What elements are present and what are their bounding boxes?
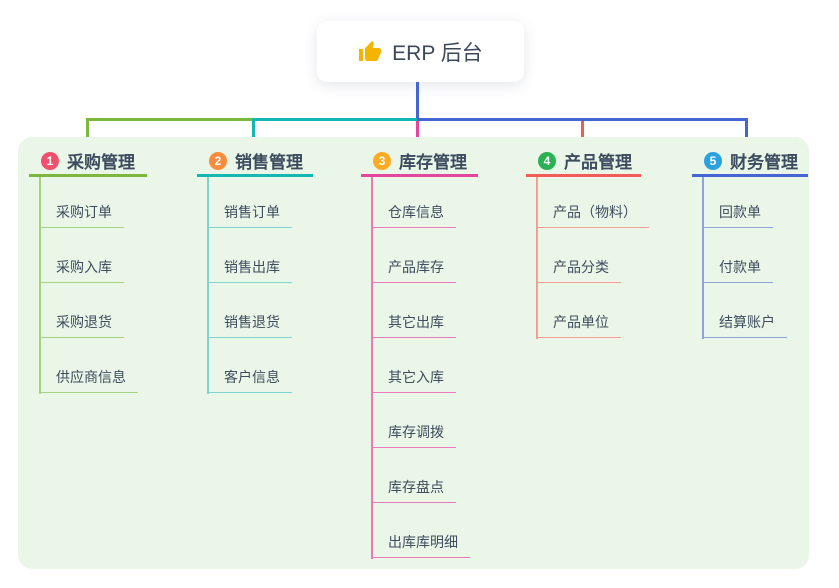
node-product-unit[interactable]: 产品单位 [536,312,621,338]
connector-drop-branch2 [252,118,255,147]
node-settlement-account[interactable]: 结算账户 [702,312,787,338]
branch-title: 销售管理 [235,153,303,172]
branch-title: 库存管理 [399,153,467,172]
node-other-inbound[interactable]: 其它入库 [371,367,456,393]
branch-inventory: 3 库存管理 仓库信息 产品库存 其它出库 其它入库 库存调拨 库存盘点 出库库… [361,147,478,559]
node-other-outbound[interactable]: 其它出库 [371,312,456,338]
root-node-title: ERP 后台 [392,41,483,65]
branch-number-badge: 5 [704,151,722,170]
node-receipt-bill[interactable]: 回款单 [702,202,773,228]
branch-title: 采购管理 [67,153,135,172]
branch-finance: 5 财务管理 回款单 付款单 结算账户 [692,147,808,339]
branch-spine [371,177,373,559]
branch-inventory-header[interactable]: 3 库存管理 [361,147,478,177]
node-purchase-return[interactable]: 采购退货 [39,312,124,338]
node-stock-transfer[interactable]: 库存调拨 [371,422,456,448]
branch-spine [39,177,41,394]
branch-number-badge: 1 [41,151,59,170]
branch-product-header[interactable]: 4 产品管理 [526,147,641,177]
connector-rail-branch1 [86,118,255,121]
node-stock-taking[interactable]: 库存盘点 [371,477,456,503]
connector-rail-branch2 [252,118,419,121]
branch-purchase-header[interactable]: 1 采购管理 [29,147,147,177]
thumbs-up-icon [359,40,382,61]
branch-finance-header[interactable]: 5 财务管理 [692,147,808,177]
node-warehouse-info[interactable]: 仓库信息 [371,202,456,228]
node-outbound-detail[interactable]: 出库库明细 [371,532,470,558]
node-sales-return[interactable]: 销售退货 [207,312,292,338]
branch-purchase: 1 采购管理 采购订单 采购入库 采购退货 供应商信息 [29,147,147,394]
node-customer-info[interactable]: 客户信息 [207,367,292,393]
node-supplier-info[interactable]: 供应商信息 [39,367,138,393]
connector-drop-branch4 [581,121,584,147]
node-product-material[interactable]: 产品（物料） [536,202,649,228]
branch-sales: 2 销售管理 销售订单 销售出库 销售退货 客户信息 [197,147,313,394]
node-sales-outbound[interactable]: 销售出库 [207,257,292,283]
connector-drop-branch1 [86,118,89,147]
node-sales-order[interactable]: 销售订单 [207,202,292,228]
node-purchase-inbound[interactable]: 采购入库 [39,257,124,283]
branch-title: 产品管理 [564,153,632,172]
branch-spine [207,177,209,394]
branch-title: 财务管理 [730,153,798,172]
branch-number-badge: 3 [373,151,391,170]
connector-drop-branch5 [745,121,748,147]
branch-product: 4 产品管理 产品（物料） 产品分类 产品单位 [526,147,649,339]
branch-number-badge: 2 [209,151,227,170]
branch-sales-header[interactable]: 2 销售管理 [197,147,313,177]
connector-rail-branch5 [417,118,748,121]
connector-trunk [416,82,419,121]
connector-drop-branch3 [416,121,419,147]
branch-spine [536,177,538,339]
node-payment-bill[interactable]: 付款单 [702,257,773,283]
root-node-erp[interactable]: ERP 后台 [317,21,524,82]
node-product-category[interactable]: 产品分类 [536,257,621,283]
branch-spine [702,177,704,339]
branch-number-badge: 4 [538,151,556,170]
node-product-stock[interactable]: 产品库存 [371,257,456,283]
branches-panel [18,137,809,569]
node-purchase-order[interactable]: 采购订单 [39,202,124,228]
